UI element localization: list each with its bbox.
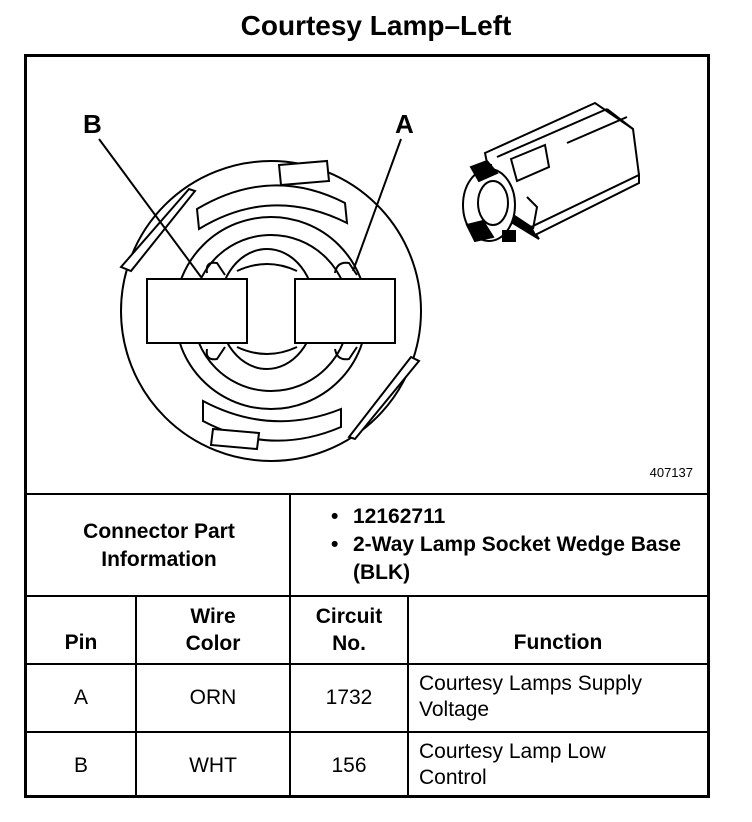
connector-part-info-label-line2: Information — [101, 548, 217, 571]
pin-label-a: A — [395, 109, 414, 139]
table-cell-wire-color: ORN — [189, 686, 237, 709]
socket-top-bezel — [195, 184, 349, 231]
table-cell-pin: A — [73, 686, 88, 709]
header-pin: Pin — [64, 631, 98, 654]
table-cell-circuit: 1732 — [325, 686, 373, 709]
connector-part-info-list: 12162711 2-Way Lamp Socket Wedge Base (B… — [317, 503, 707, 587]
terminal-b — [146, 278, 248, 344]
table-cell-pin: B — [73, 754, 88, 777]
page-title: Courtesy Lamp–Left — [240, 10, 512, 41]
header-wire-color-line2: Color — [185, 632, 241, 655]
header-function: Function — [513, 631, 603, 654]
leader-line-b — [98, 138, 202, 278]
header-circuit-line1: Circuit — [315, 605, 383, 628]
table-cell-function: Courtesy Lamps Supply Voltage — [419, 672, 642, 721]
list-item: 12162711 — [317, 503, 707, 531]
header-circuit: Circuit No. — [291, 603, 407, 657]
table-cell-wire-color: WHT — [189, 754, 237, 777]
table-cell-circuit: 156 — [331, 754, 367, 777]
socket-left-tab — [119, 187, 197, 273]
pin-label-b: B — [83, 109, 102, 139]
header-circuit-line2: No. — [332, 632, 366, 655]
divider-row — [27, 731, 707, 733]
header-wire-color: Wire Color — [137, 603, 289, 657]
leader-line-a — [352, 138, 402, 272]
connector-part-info-label-line1: Connector Part — [83, 520, 235, 543]
divider-diagram — [27, 493, 707, 495]
divider-connector-info — [27, 595, 707, 597]
terminal-a — [294, 278, 396, 344]
figure-id: 407137 — [649, 465, 693, 480]
connector-diagram: B A — [83, 101, 641, 462]
divider-col-wire — [135, 595, 137, 795]
table-cell-function: Courtesy Lamp Low Control — [419, 740, 606, 789]
header-wire-color-line1: Wire — [190, 605, 236, 628]
divider-col-function — [407, 595, 409, 795]
divider-header — [27, 663, 707, 665]
list-item: 2-Way Lamp Socket Wedge Base (BLK) — [317, 531, 707, 587]
connector-info-frame: B A 407137 Connector Part Informatio — [24, 54, 710, 798]
connector-3d-view — [462, 101, 641, 243]
divider-col-circuit — [289, 493, 291, 795]
connector-part-info-label: Connector Part Information — [27, 495, 291, 597]
socket-right-tab — [347, 355, 421, 441]
